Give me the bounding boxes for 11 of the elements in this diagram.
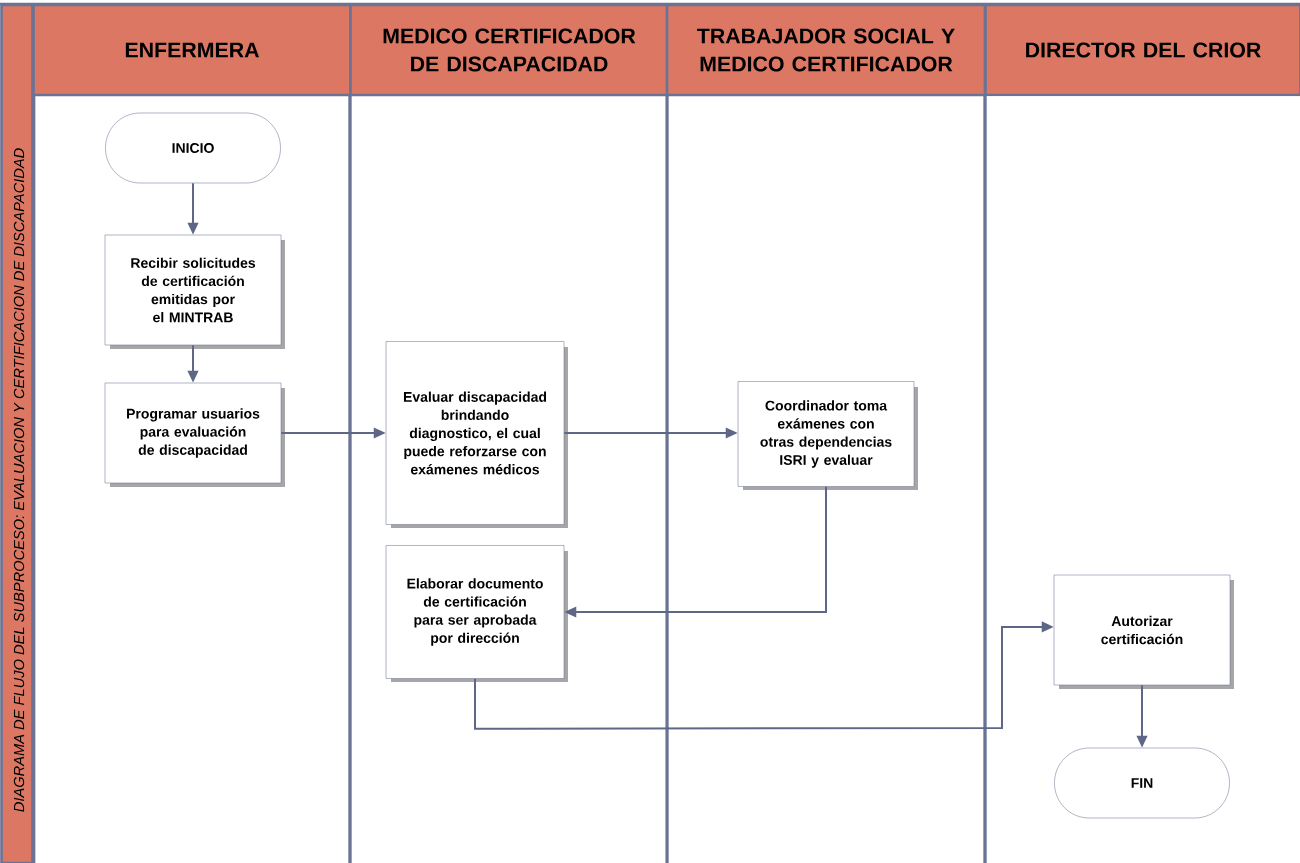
process-box: Coordinador toma exámenes con otras dependencias ISRI y evaluar	[737, 381, 918, 490]
process-box: Recibir solicitudes de certificación emitidas por el MINTRAB	[104, 234, 285, 349]
lane-header: TRABAJADOR SOCIAL Y MEDICO CERTIFICADOR	[665, 3, 987, 97]
process-box: Autorizar certificación	[1053, 574, 1234, 689]
lane-header: ENFERMERA	[32, 3, 352, 97]
title: DIAGRAMA DE FLUJO DEL SUBPROCESO: EVALUACION Y CERTIFICACION DE DISCAPACIDAD	[13, 148, 25, 812]
process-box: Evaluar discapacidad brindando diagnostico, el cual puede reforzarse con exámenes médicos	[385, 341, 568, 528]
process-box: Elaborar documento de certificación para ser aprobada por dirección	[385, 545, 568, 682]
process-box: Programar usuarios para evaluación de discapacidad	[104, 382, 285, 487]
lane-header: DIRECTOR DEL CRIOR	[984, 3, 1300, 97]
lane-header: MEDICO CERTIFICADOR DE DISCAPACIDAD	[349, 3, 669, 97]
